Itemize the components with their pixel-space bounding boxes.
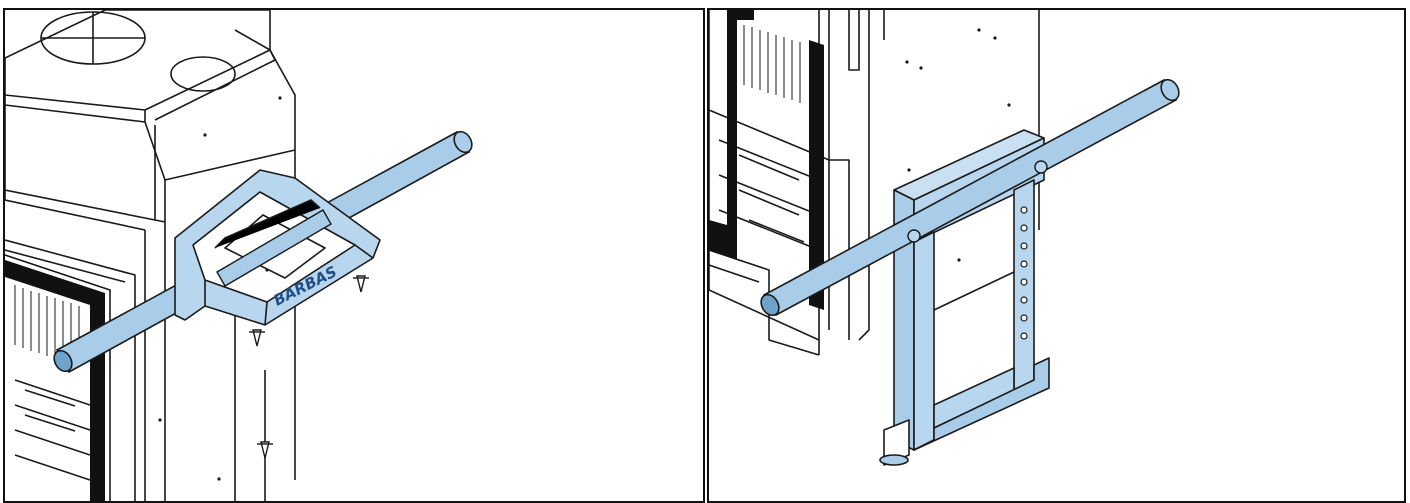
wing-screw: [257, 441, 273, 459]
right-illustration-panel: [707, 8, 1406, 503]
left-line-drawing: BARBAS: [5, 10, 473, 501]
glass-frame-dark-side: [809, 40, 824, 310]
wing-screws: [249, 275, 369, 459]
adjustment-holes: [1020, 206, 1028, 340]
tube-clamps: [907, 160, 1048, 243]
fastener-holes: [905, 28, 1011, 262]
transport-tube: [760, 78, 1180, 317]
firebox-grille: [743, 25, 801, 103]
glass-frame-dark: [709, 10, 754, 260]
fireplace-body-outline: [709, 10, 1040, 356]
wing-screw: [249, 329, 265, 347]
bracket-crossbar: [216, 209, 332, 287]
wing-screw: [353, 275, 369, 293]
left-illustration-panel: BARBAS: [3, 8, 705, 503]
right-line-drawing: [709, 10, 1180, 466]
fastener-holes: [158, 96, 282, 481]
glass-frame-dark: [5, 260, 105, 501]
